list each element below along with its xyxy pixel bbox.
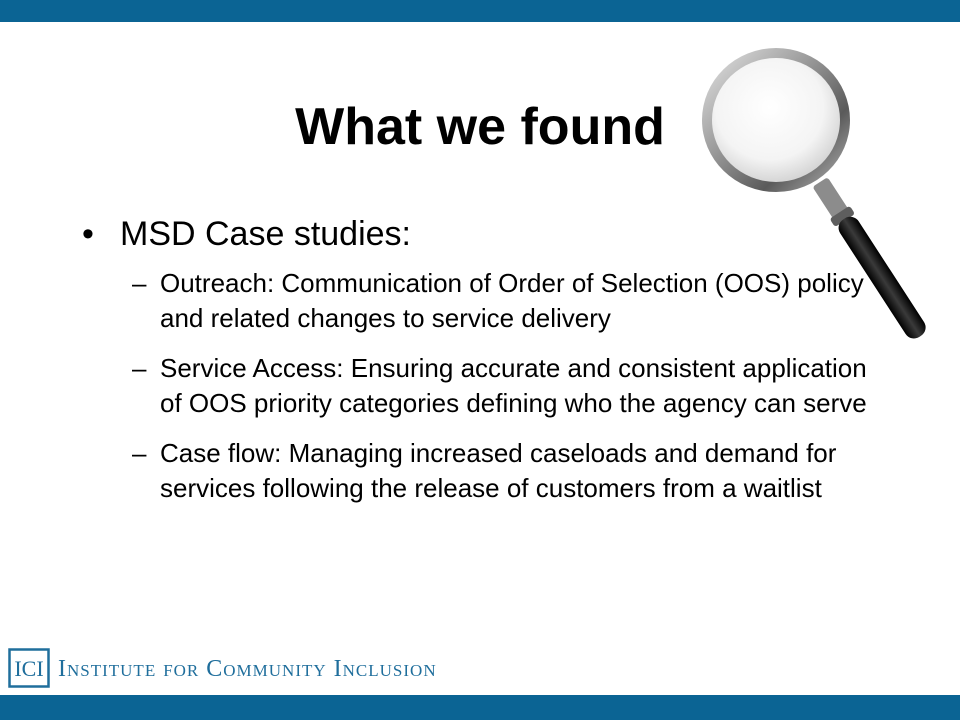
magnifying-glass-icon	[702, 48, 926, 339]
organization-name: Institute for Community Inclusion	[58, 656, 437, 682]
main-bullet: • MSD Case studies:	[82, 212, 411, 256]
ici-logo: ICI	[8, 648, 50, 688]
sub-bullet-marker: –	[132, 268, 147, 298]
sub-bullet-item: – Service Access: Ensuring accurate and …	[132, 351, 872, 421]
sub-bullet-list: – Outreach: Communication of Order of Se…	[132, 266, 872, 521]
sub-bullet-marker: –	[132, 353, 147, 383]
sub-bullet-text: Outreach: Communication of Order of Sele…	[160, 268, 864, 333]
slide-title: What we found	[295, 98, 665, 156]
bullet-marker: •	[82, 215, 94, 253]
main-bullet-text: MSD Case studies:	[120, 215, 411, 253]
sub-bullet-item: – Outreach: Communication of Order of Se…	[132, 266, 872, 336]
bottom-accent-bar	[0, 695, 960, 720]
sub-bullet-item: – Case flow: Managing increased caseload…	[132, 436, 872, 506]
sub-bullet-text: Service Access: Ensuring accurate and co…	[160, 353, 867, 418]
logo-letters: ICI	[14, 656, 43, 681]
top-accent-bar	[0, 0, 960, 22]
sub-bullet-marker: –	[132, 438, 147, 468]
sub-bullet-text: Case flow: Managing increased caseloads …	[160, 438, 837, 503]
